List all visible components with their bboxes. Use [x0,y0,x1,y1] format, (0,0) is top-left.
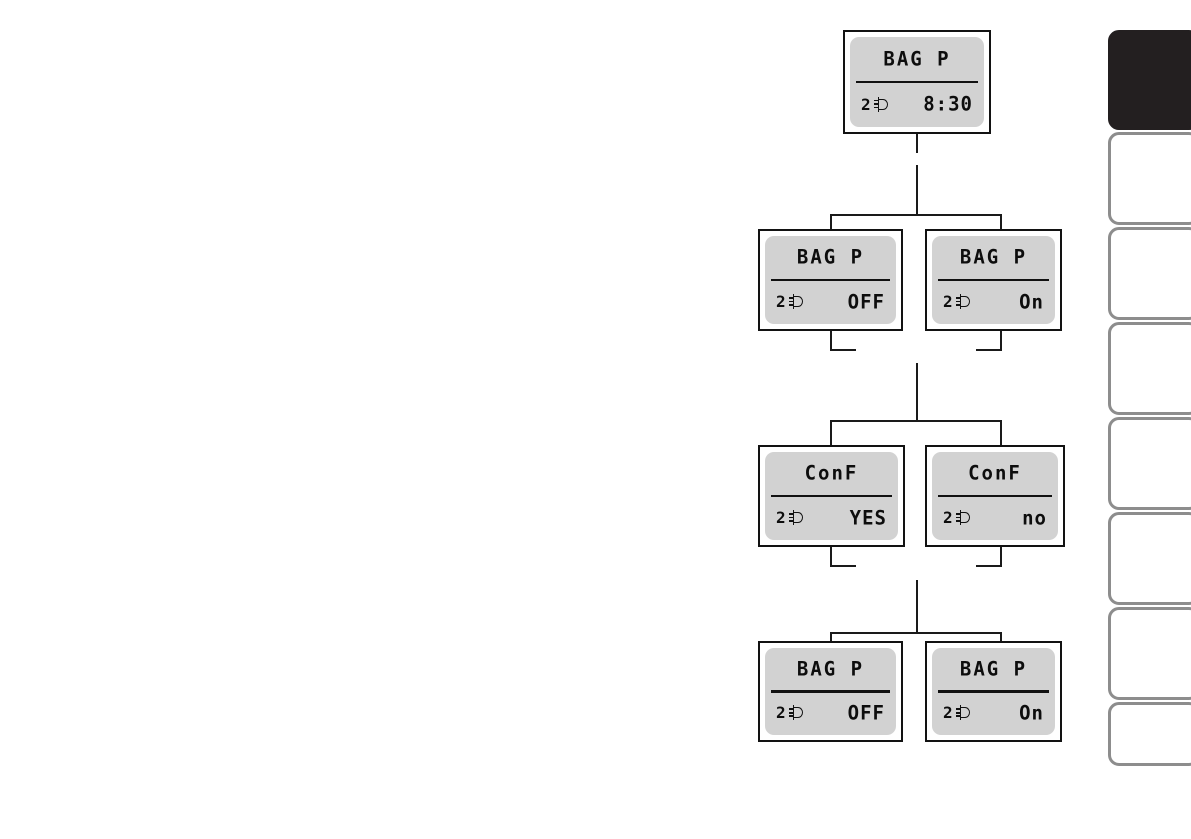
lcd-status-group: 2 [943,292,972,311]
lcd-divider [938,494,1052,498]
tab-chapter-5[interactable] [1108,417,1191,510]
program-number: 2 [943,508,953,528]
lcd-bottom-row: 2 YES [765,497,898,540]
display-bag-p-on-final[interactable]: BAG P 2 On [925,641,1062,742]
chapter-tab-strip [1100,0,1191,839]
connector-row2-left-drop [830,214,832,234]
lamp-icon [955,705,972,721]
lamp-icon [955,510,972,526]
display-bag-p-on[interactable]: BAG P 2 On [925,229,1062,331]
lcd-bottom-row: 2 8:30 [850,83,984,127]
tab-chapter-7[interactable] [1108,607,1191,700]
lcd-divider [938,690,1049,693]
program-number: 2 [943,292,953,312]
connector-row3-right-drop [1000,420,1002,446]
lcd-title: BAG P [796,657,865,681]
lcd-screen: BAG P 2 8:30 [850,37,984,127]
lcd-bottom-row: 2 OFF [765,693,896,735]
tab-chapter-4[interactable] [1108,322,1191,415]
lcd-value: YES [849,506,887,530]
connector-n3-hook [976,349,1002,351]
connector-row2-bus [830,214,1002,216]
lamp-icon [788,294,805,310]
display-conf-yes[interactable]: ConF 2 YES [758,445,905,547]
lcd-screen: ConF 2 no [932,452,1058,540]
lcd-screen: ConF 2 YES [765,452,898,540]
lcd-title: BAG P [959,657,1028,681]
lcd-title: BAG P [883,47,951,71]
program-number: 2 [776,508,786,528]
lcd-top-row: BAG P [932,648,1055,690]
lcd-divider [771,278,890,282]
lcd-top-row: BAG P [765,236,896,279]
lamp-icon [955,294,972,310]
lcd-screen: BAG P 2 OFF [765,236,896,324]
lcd-screen: BAG P 2 On [932,236,1055,324]
lcd-top-row: BAG P [765,648,896,690]
lcd-bottom-row: 2 no [932,497,1058,540]
connector-n4-down-stub [830,546,832,567]
connector-n2-down-stub [830,330,832,351]
lcd-status-group: 2 [776,508,805,527]
lcd-title: ConF [804,461,859,485]
connector-row4-bus [830,632,1002,634]
lcd-bottom-row: 2 OFF [765,281,896,324]
display-bag-p-off-final[interactable]: BAG P 2 OFF [758,641,903,742]
program-number: 2 [776,292,786,312]
lamp-icon [788,510,805,526]
connector-mid-row3-row4 [916,580,918,633]
program-number: 2 [943,703,953,723]
lcd-screen: BAG P 2 OFF [765,648,896,735]
display-bag-p-off[interactable]: BAG P 2 OFF [758,229,903,331]
program-number: 2 [861,94,871,114]
connector-mid-row2-row3 [916,363,918,421]
lcd-status-group: 2 [861,95,890,114]
tab-chapter-8[interactable] [1108,702,1191,766]
display-conf-no[interactable]: ConF 2 no [925,445,1065,547]
lcd-status-group: 2 [776,292,805,311]
lcd-bottom-row: 2 On [932,281,1055,324]
lcd-status-group: 2 [943,508,972,527]
lamp-icon [873,96,890,112]
lcd-divider [771,690,890,693]
lcd-screen: BAG P 2 On [932,648,1055,735]
lcd-status-group: 2 [776,703,805,722]
lcd-status-group: 2 [943,703,972,722]
tab-chapter-2[interactable] [1108,132,1191,225]
lcd-bottom-row: 2 On [932,693,1055,735]
display-bag-p-clock[interactable]: BAG P 2 8:30 [843,30,991,134]
program-number: 2 [776,703,786,723]
lcd-title: ConF [968,461,1022,485]
lcd-title: BAG P [796,245,865,269]
connector-n3-down-stub [1000,330,1002,351]
tab-chapter-1[interactable] [1108,30,1191,130]
lcd-value: 8:30 [923,92,973,116]
tab-chapter-6[interactable] [1108,512,1191,605]
lamp-icon [788,705,805,721]
connector-n5-down-stub [1000,546,1002,567]
lcd-top-row: BAG P [932,236,1055,279]
lcd-divider [771,494,892,498]
connector-n5-hook [976,565,1002,567]
connector-n1-down-stub [916,133,918,153]
lcd-value: On [1019,290,1044,314]
lcd-value: OFF [847,290,885,314]
lcd-value: OFF [847,701,885,725]
lcd-divider [856,80,978,84]
tab-chapter-3[interactable] [1108,227,1191,320]
connector-row3-bus [830,420,1002,422]
lcd-title: BAG P [959,245,1028,269]
lcd-top-row: ConF [765,452,898,495]
connector-row3-left-drop [830,420,832,446]
lcd-top-row: BAG P [850,37,984,81]
lcd-value: On [1019,701,1044,725]
connector-n1-down [916,165,918,215]
lcd-top-row: ConF [932,452,1058,495]
connector-n2-hook [830,349,856,351]
lcd-divider [938,278,1049,282]
lcd-value: no [1022,506,1047,530]
connector-n4-hook [830,565,856,567]
connector-row2-right-drop [1000,214,1002,234]
